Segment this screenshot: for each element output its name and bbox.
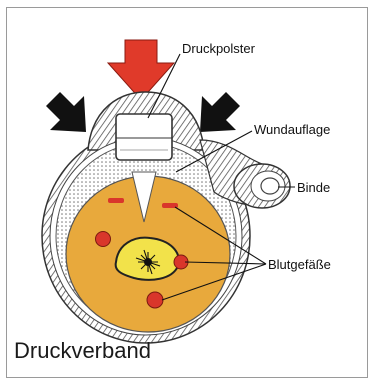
figure-caption: Druckverband [14, 338, 151, 364]
label-wound-dressing: Wundauflage [254, 122, 330, 137]
pressure-pad [116, 114, 172, 160]
label-pressure-pad: Druckpolster [182, 41, 256, 56]
down-arrow-icon [108, 40, 174, 100]
diagonal-arrow-icon [200, 92, 240, 132]
bone-core [116, 238, 179, 280]
bandage-roll [234, 164, 290, 208]
label-bandage: Binde [297, 180, 330, 195]
diagonal-arrow-icon [46, 92, 86, 132]
label-blood-vessels: Blutgefäße [268, 257, 331, 272]
